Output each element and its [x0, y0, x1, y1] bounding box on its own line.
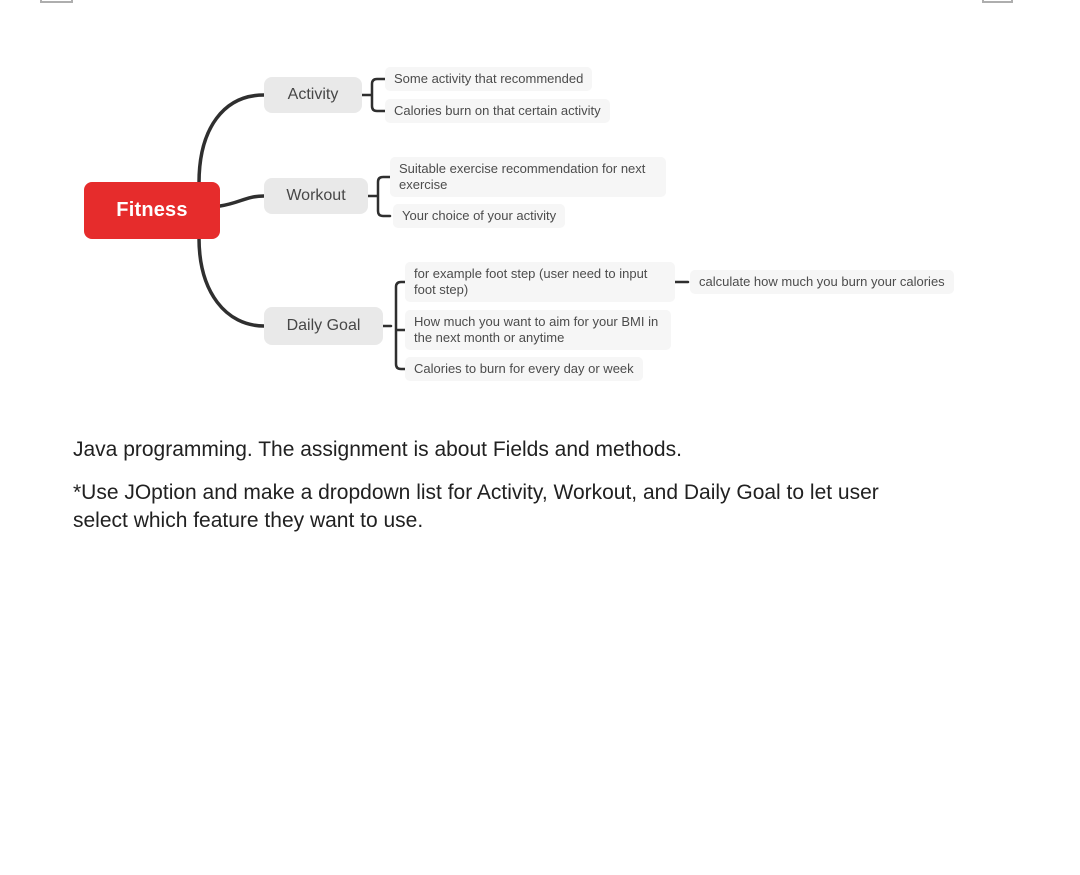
leaf-node[interactable]: How much you want to aim for your BMI in… [405, 310, 671, 350]
leaf-node[interactable]: Your choice of your activity [393, 204, 566, 228]
branch-node-daily-goal[interactable]: Daily Goal [264, 307, 383, 345]
leaf-node[interactable]: Calories burn on that certain activity [385, 99, 610, 123]
branch-node-activity[interactable]: Activity [264, 77, 362, 113]
leaf-node[interactable]: Suitable exercise recommendation for nex… [390, 157, 666, 197]
edge-root-daily-goal [197, 236, 266, 328]
notes-paragraph-2: *Use JOption and make a dropdown list fo… [73, 479, 993, 535]
notes-paragraph-1: Java programming. The assignment is abou… [73, 436, 993, 464]
cropped-top-right-box [982, 0, 1013, 3]
notes-line: select which feature they want to use. [73, 509, 424, 532]
edge-daily-goal-children [381, 280, 407, 371]
leaf-node[interactable]: Calories to burn for every day or week [405, 357, 643, 381]
notes-line: Java programming. The assignment is abou… [73, 438, 682, 461]
edge-root-workout [218, 194, 266, 208]
edge-activity-children [360, 77, 387, 113]
root-node-fitness[interactable]: Fitness [84, 182, 220, 239]
leaf-node[interactable]: for example foot step (user need to inpu… [405, 262, 675, 302]
leaf-node[interactable]: calculate how much you burn your calorie… [690, 270, 954, 294]
branch-node-workout[interactable]: Workout [264, 178, 368, 214]
leaf-node[interactable]: Some activity that recommended [385, 67, 593, 91]
assignment-notes: Java programming. The assignment is abou… [73, 436, 993, 535]
notes-line: *Use JOption and make a dropdown list fo… [73, 481, 879, 504]
cropped-top-left-box [40, 0, 73, 3]
edge-workout-children [366, 175, 392, 218]
edge-root-activity [197, 93, 266, 185]
